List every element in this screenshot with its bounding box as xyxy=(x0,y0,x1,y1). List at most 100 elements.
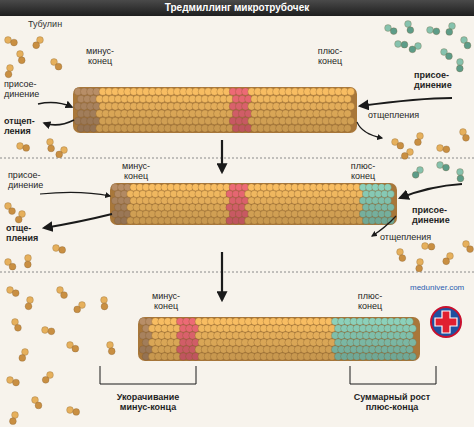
part-label: отщепления xyxy=(380,232,431,242)
tubulin-bead xyxy=(12,412,19,419)
tubulin-bead xyxy=(414,139,421,146)
tubulin-bead xyxy=(5,71,12,78)
tubulin-bead xyxy=(464,42,471,49)
microtubule xyxy=(110,183,397,225)
tubulin-bead xyxy=(25,303,32,310)
free-tubulin xyxy=(5,21,474,425)
tubulin-bead xyxy=(12,290,19,297)
tubulin-bead xyxy=(395,41,402,48)
tubulin-bead xyxy=(17,143,24,150)
tubulin-bead xyxy=(446,53,453,60)
tubulin-bead xyxy=(417,133,424,140)
tubulin-bead xyxy=(53,245,60,252)
bracket xyxy=(350,366,436,384)
tubulin-bead xyxy=(9,263,16,270)
part-label: отщепления xyxy=(368,110,419,120)
tubulin-bead xyxy=(406,332,414,340)
tubulin-bead xyxy=(437,145,444,152)
tubulin-bead xyxy=(18,57,25,64)
tubulin-bead xyxy=(409,325,417,333)
tubulin-bead xyxy=(344,125,352,133)
tubulin-bead xyxy=(344,95,352,103)
tubulin-bead xyxy=(73,409,80,416)
part-label: Тубулин xyxy=(28,19,62,29)
tubulin-bead xyxy=(446,29,453,36)
part-label: отщеп-ления xyxy=(4,116,38,136)
process-arrow xyxy=(360,98,452,106)
tubulin-bead xyxy=(384,210,391,217)
tubulin-bead xyxy=(405,21,412,28)
watermark: meduniver.com xyxy=(410,283,464,293)
part-label: плюс-конец xyxy=(312,46,348,66)
tubulin-bead xyxy=(107,342,114,349)
process-arrow xyxy=(357,122,382,138)
microtubule-body xyxy=(138,317,420,361)
tubulin-bead xyxy=(457,169,464,176)
logo-cross xyxy=(435,311,457,333)
tubulin-bead xyxy=(412,171,419,178)
tubulin-bead xyxy=(25,255,32,262)
process-arrow xyxy=(400,184,462,198)
tubulin-bead xyxy=(416,265,423,272)
tubulin-bead xyxy=(397,249,404,256)
separator-line xyxy=(0,272,474,273)
tubulin-bead xyxy=(409,339,417,347)
tubulin-bead xyxy=(56,151,63,158)
logo-circle xyxy=(431,307,461,337)
process-arrow xyxy=(44,120,74,125)
microtubule xyxy=(73,87,357,133)
tubulin-bead xyxy=(347,88,355,96)
tubulin-bead xyxy=(443,164,450,171)
tubulin-bead xyxy=(15,324,22,331)
tubulin-bead xyxy=(48,145,55,152)
part-label: минус-конец xyxy=(118,161,154,181)
tubulin-bead xyxy=(390,28,397,35)
caption-note: Суммарный рост плюс-конца xyxy=(347,392,437,412)
tubulin-bead xyxy=(456,65,463,72)
tubulin-bead xyxy=(67,407,74,414)
tubulin-bead xyxy=(409,46,416,53)
caption-note: Укорачивание минус-конца xyxy=(103,392,193,412)
process-arrow xyxy=(44,214,112,228)
tubulin-bead xyxy=(417,259,424,266)
tubulin-bead xyxy=(27,297,34,304)
tubulin-bead xyxy=(15,216,22,223)
tubulin-bead xyxy=(407,27,414,34)
tubulin-bead xyxy=(427,27,434,34)
tubulin-bead xyxy=(463,134,470,141)
tubulin-bead xyxy=(457,59,464,66)
tubulin-bead xyxy=(17,51,24,58)
tubulin-bead xyxy=(347,117,355,125)
microtubule xyxy=(138,317,420,361)
tubulin-bead xyxy=(467,246,474,253)
tubulin-bead xyxy=(55,63,62,70)
tubulin-bead xyxy=(47,139,54,146)
process-arrow xyxy=(221,140,223,172)
part-label: плюс-конец xyxy=(345,161,381,181)
tubulin-bead xyxy=(72,345,79,352)
tubulin-bead xyxy=(48,328,55,335)
tubulin-bead xyxy=(443,258,450,265)
tubulin-bead xyxy=(384,197,391,204)
tubulin-bead xyxy=(11,39,18,46)
tubulin-bead xyxy=(387,204,394,211)
tubulin-bead xyxy=(344,110,352,118)
tubulin-bead xyxy=(101,303,108,310)
tubulin-bead xyxy=(443,146,450,153)
part-label: минус-конец xyxy=(148,291,184,311)
tubulin-bead xyxy=(409,353,417,361)
tubulin-bead xyxy=(19,355,26,362)
part-label: присое-динение xyxy=(412,205,452,225)
tubulin-bead xyxy=(23,145,30,152)
tubulin-bead xyxy=(428,243,435,250)
tubulin-bead xyxy=(347,103,355,111)
tubulin-bead xyxy=(399,255,406,262)
part-label: присое-динение xyxy=(8,170,46,190)
tubulin-bead xyxy=(101,297,108,304)
tubulin-bead xyxy=(108,348,115,355)
tubulin-bead xyxy=(433,28,440,35)
part-label: минус-конец xyxy=(82,46,118,66)
microtubule-body xyxy=(110,183,397,225)
